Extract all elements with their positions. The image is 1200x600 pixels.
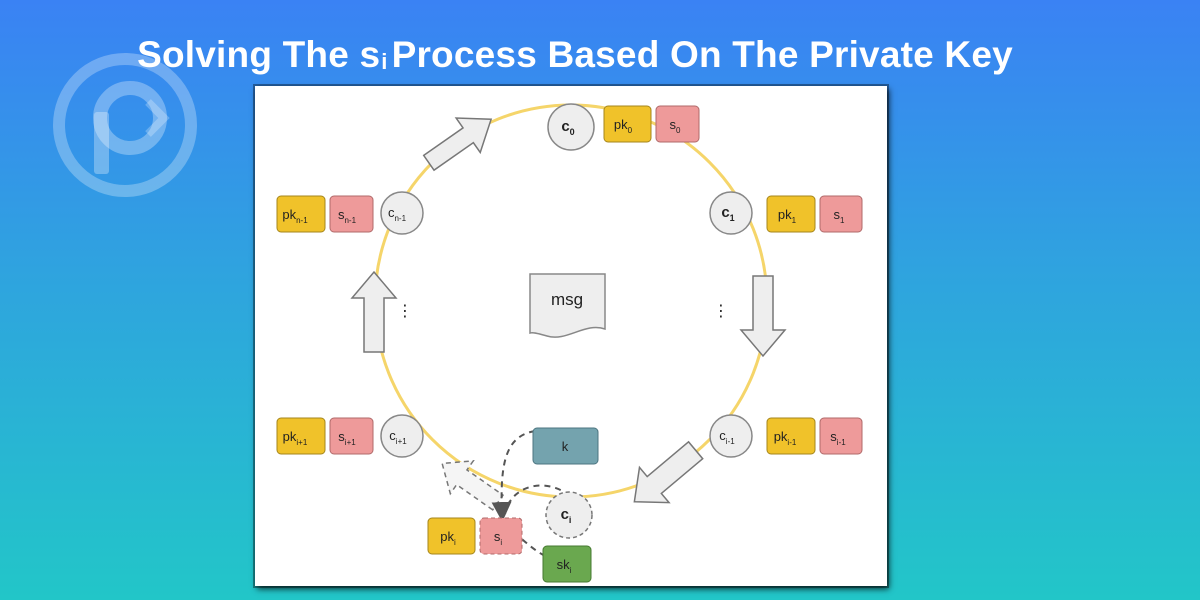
ring-signature-diagram: c0 c1 cn-1 ci+1 ci-1 ci pk0 s0	[276, 103, 863, 583]
pki-box: pki	[427, 517, 476, 555]
node-c1: c1	[709, 191, 753, 235]
msg-label: msg	[551, 290, 583, 309]
s0-box: s0	[655, 105, 700, 143]
pk1-box: pk1	[766, 195, 816, 233]
svg-text:sn-1: sn-1	[338, 207, 357, 225]
msg-document-icon: msg	[529, 273, 606, 338]
arrow-up-left	[350, 270, 398, 353]
sn1-box: sn-1	[329, 195, 374, 233]
arrow-to-ci	[633, 440, 704, 504]
svg-text:si+1: si+1	[338, 429, 356, 447]
node-cip1: ci+1	[380, 414, 424, 458]
svg-text:ci: ci	[561, 506, 572, 525]
sim1-box: si-1	[819, 417, 863, 455]
svg-text:si-1: si-1	[830, 429, 846, 447]
pkip1-box: pki+1	[276, 417, 326, 455]
svg-text:c0: c0	[561, 118, 574, 137]
svg-text:k: k	[562, 439, 569, 454]
svg-text:pk1: pk1	[778, 207, 797, 225]
k-box: k	[532, 427, 599, 465]
title-prefix: Solving The s	[137, 34, 381, 75]
sip1-box: si+1	[329, 417, 374, 455]
svg-text:pki+1: pki+1	[283, 429, 308, 447]
node-c0: c0	[547, 103, 595, 151]
svg-text:ci+1: ci+1	[389, 428, 407, 446]
title-subscript: i	[381, 49, 388, 74]
svg-text:s1: s1	[834, 207, 846, 225]
svg-text:pki-1: pki-1	[774, 429, 797, 447]
svg-text:pkn-1: pkn-1	[282, 207, 308, 225]
pkn1-box: pkn-1	[276, 195, 326, 233]
pkim1-box: pki-1	[766, 417, 816, 455]
diagram-panel: c0 c1 cn-1 ci+1 ci-1 ci pk0 s0	[255, 86, 887, 586]
si-box: si	[479, 517, 523, 555]
node-cn1: cn-1	[380, 191, 424, 235]
svg-text:si: si	[494, 529, 503, 547]
svg-text:c1: c1	[721, 204, 734, 223]
arrow-down-right	[739, 275, 787, 358]
left-ellipsis: ⋮	[397, 303, 413, 320]
node-cim1: ci-1	[709, 414, 753, 458]
right-ellipsis: ⋮	[713, 303, 729, 320]
svg-text:cn-1: cn-1	[388, 205, 407, 223]
arrow-to-c0	[422, 117, 493, 172]
node-ci: ci	[545, 491, 593, 539]
ski-box: ski	[542, 545, 592, 583]
svg-text:s0: s0	[670, 117, 682, 135]
brand-logo-icon	[53, 53, 197, 197]
link-k-to-si	[491, 430, 536, 522]
title-suffix: Process Based On The Private Key	[391, 34, 1013, 75]
s1-box: s1	[819, 195, 863, 233]
svg-text:ski: ski	[557, 557, 572, 575]
pk0-box: pk0	[603, 105, 652, 143]
svg-text:ci-1: ci-1	[719, 428, 735, 446]
arrow-dashed-to-cip1	[441, 459, 505, 511]
svg-text:pk0: pk0	[614, 117, 633, 135]
svg-text:pki: pki	[440, 529, 456, 547]
